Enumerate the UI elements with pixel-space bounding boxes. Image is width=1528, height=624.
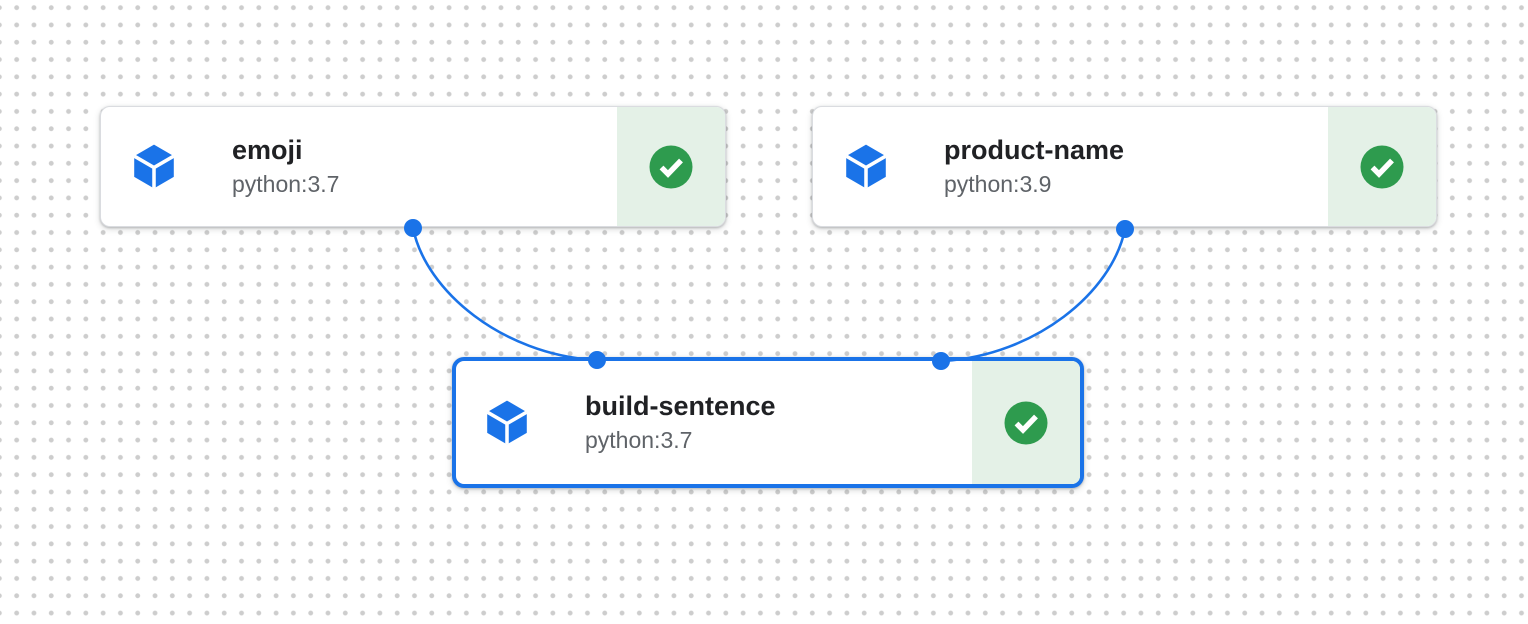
pipeline-node-build-sentence[interactable]: build-sentence python:3.7: [452, 357, 1084, 488]
node-status-panel: [972, 361, 1080, 484]
component-cube-icon-svg: [486, 400, 528, 444]
component-cube-icon-svg: [845, 144, 887, 188]
node-title: product-name: [944, 135, 1125, 165]
component-cube-icon: [841, 141, 891, 193]
component-cube-icon: [482, 397, 532, 449]
cube-face-separator: [845, 154, 887, 188]
node-title: build-sentence: [585, 391, 776, 421]
node-status-panel: [1328, 107, 1436, 226]
node-text-block: emoji python:3.7: [232, 134, 617, 199]
component-cube-icon: [129, 141, 179, 193]
edge-emoji-to-build-sentence: [411, 227, 595, 362]
node-title: emoji: [232, 135, 303, 165]
node-subtitle: python:3.7: [585, 427, 693, 454]
success-check-icon: [1004, 401, 1048, 444]
check-mark: [1014, 414, 1038, 434]
pipeline-node-emoji[interactable]: emoji python:3.7: [100, 106, 726, 227]
node-subtitle: python:3.9: [944, 171, 1052, 198]
node-text-block: build-sentence python:3.7: [585, 390, 972, 455]
node-subtitle: python:3.7: [232, 171, 340, 198]
component-cube-icon-svg: [133, 144, 175, 188]
success-check-icon: [649, 145, 693, 188]
cube-face-separator: [133, 154, 175, 188]
pipeline-node-product-name[interactable]: product-name python:3.9: [812, 106, 1437, 227]
cube-face-separator: [486, 410, 528, 444]
node-text-block: product-name python:3.9: [944, 134, 1328, 199]
check-mark: [1370, 158, 1394, 178]
edge-product-name-to-build-sentence: [943, 228, 1127, 363]
node-status-panel: [617, 107, 725, 226]
success-check-icon: [1360, 145, 1404, 188]
check-mark: [659, 158, 683, 178]
